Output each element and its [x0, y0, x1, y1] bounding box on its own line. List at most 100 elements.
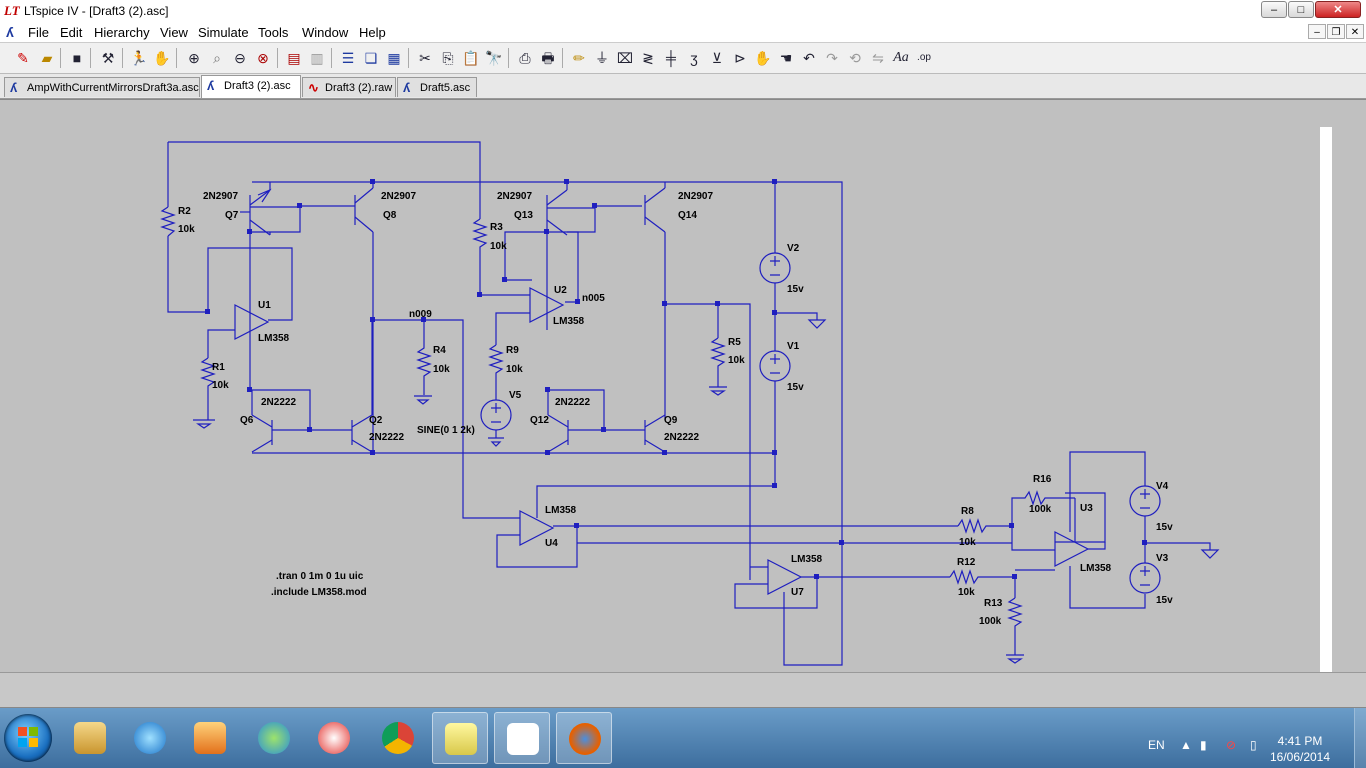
tab-bar: ʎ AmpWithCurrentMirrorsDraft3a.asc ʎ Dra…	[0, 74, 1366, 99]
r1-value-label: 10k	[212, 380, 229, 391]
ground-icon[interactable]: ⏚	[595, 50, 609, 66]
r13-name-label: R13	[984, 598, 1003, 609]
r5-name-label: R5	[728, 337, 741, 348]
cut-icon[interactable]: ✂	[419, 50, 431, 66]
tab-draft5-asc[interactable]: ʎ Draft5.asc	[397, 77, 477, 97]
schematic-canvas[interactable]: 2N2907 Q7 2N2907 Q8 2N2907 Q13 2N2907 Q1…	[0, 100, 1366, 672]
minimize-button[interactable]: ‒	[1261, 1, 1287, 18]
taskbar-chrome[interactable]	[370, 712, 426, 764]
menu-window[interactable]: Window	[302, 25, 349, 40]
mirror-icon[interactable]: ⇋	[872, 50, 884, 66]
doc-restore-button[interactable]: ❐	[1327, 24, 1345, 39]
find-icon[interactable]: 🔭	[485, 50, 503, 66]
media-player-icon	[194, 722, 226, 754]
show-hidden-icons-icon[interactable]: ▲	[1180, 738, 1192, 752]
windows-logo-icon	[18, 727, 38, 747]
capacitor-icon[interactable]: ╪	[666, 50, 676, 66]
start-button[interactable]	[4, 714, 52, 762]
zoom-in-icon[interactable]: ⊕	[188, 50, 200, 66]
menu-edit[interactable]: Edit	[60, 25, 83, 40]
redo-icon[interactable]: ↷	[826, 50, 838, 66]
print-setup-icon[interactable]: ⎙	[519, 50, 531, 66]
v1-name-label: V1	[787, 341, 800, 352]
drag-icon[interactable]: ☚	[779, 50, 793, 66]
q6-name-label: Q6	[240, 415, 254, 426]
taskbar-sticky-notes[interactable]	[432, 712, 488, 764]
clock-date: 16/06/2014	[1269, 750, 1331, 764]
volume-icon[interactable]: ⊘	[1226, 738, 1237, 752]
taskbar-internet-explorer[interactable]	[122, 712, 178, 764]
taskbar-firefox[interactable]	[556, 712, 612, 764]
clock[interactable]: 4:41 PM 16/06/2014	[1258, 733, 1342, 765]
menu-tools[interactable]: Tools	[258, 25, 289, 40]
tab-label: Draft5.asc	[420, 82, 471, 94]
taskbar-ltspice[interactable]	[494, 712, 550, 764]
inductor-icon[interactable]: ʒ	[690, 50, 698, 66]
q12-name-label: Q12	[530, 415, 549, 426]
doc-close-button[interactable]: ✕	[1346, 24, 1364, 39]
schematic-workspace[interactable]: 2N2907 Q7 2N2907 Q8 2N2907 Q13 2N2907 Q1…	[0, 99, 1366, 672]
taskbar-explorer[interactable]	[62, 712, 118, 764]
include-directive[interactable]: .include LM358.mod	[271, 587, 367, 598]
taskbar-media-player[interactable]	[182, 712, 238, 764]
rotate-icon[interactable]: ⟲	[849, 50, 861, 66]
menu-simulate[interactable]: Simulate	[198, 25, 249, 40]
v3-name-label: V3	[1156, 553, 1169, 564]
run-icon[interactable]: 🏃	[130, 50, 148, 66]
r13-value-label: 100k	[979, 616, 1002, 627]
q9-name-label: Q9	[664, 415, 678, 426]
vertical-scrollbar[interactable]	[1320, 127, 1332, 672]
move-icon[interactable]: ✋	[754, 50, 772, 66]
resistor-icon[interactable]: ≷	[642, 50, 654, 66]
diode-icon[interactable]: ⊻	[711, 50, 723, 66]
tile-vertical-icon[interactable]: ▦	[387, 50, 401, 66]
document-menu-icon[interactable]: ʎ	[6, 24, 14, 40]
save-icon[interactable]: ■	[72, 50, 82, 66]
tab-ampwithcurrentmirrors[interactable]: ʎ AmpWithCurrentMirrorsDraft3a.asc	[4, 77, 200, 97]
menu-hierarchy[interactable]: Hierarchy	[94, 25, 150, 40]
label-net-icon[interactable]: ⌧	[616, 50, 634, 66]
undo-icon[interactable]: ↶	[803, 50, 815, 66]
menu-help[interactable]: Help	[359, 25, 386, 40]
menu-file[interactable]: File	[28, 25, 49, 40]
tab-draft3-asc[interactable]: ʎ Draft3 (2).asc	[201, 75, 301, 98]
new-schematic-icon[interactable]: ✎	[17, 50, 29, 66]
open-icon[interactable]: ▰	[41, 50, 53, 66]
pan-icon[interactable]: ⌕	[213, 50, 221, 66]
chrome-icon	[382, 722, 414, 754]
battery-icon[interactable]: ▯	[1250, 738, 1257, 752]
show-desktop-button[interactable]	[1354, 708, 1366, 768]
q13-model-label: 2N2907	[497, 191, 532, 202]
network-icon[interactable]: ▮	[1200, 738, 1207, 752]
text-icon[interactable]: Aa	[893, 50, 909, 65]
control-panel-icon[interactable]: ⚒	[101, 50, 115, 66]
close-button[interactable]: ✕	[1315, 1, 1361, 18]
halt-icon[interactable]: ✋	[153, 50, 171, 66]
spice-directive-icon[interactable]: .op	[917, 52, 931, 63]
draw-wire-icon[interactable]: ✏	[573, 50, 585, 66]
taskbar-messenger[interactable]	[246, 712, 302, 764]
autorange-icon[interactable]: ▤	[287, 50, 301, 66]
tran-directive[interactable]: .tran 0 1m 0 1u uic	[276, 571, 364, 582]
maximize-button[interactable]: □	[1288, 1, 1314, 18]
taskbar-picasa[interactable]	[306, 712, 362, 764]
copy-icon[interactable]: ⎘	[442, 50, 454, 66]
tile-horizontal-icon[interactable]: ☰	[341, 50, 355, 66]
language-indicator[interactable]: EN	[1148, 738, 1165, 752]
v1-value-label: 15v	[787, 382, 804, 393]
v3-value-label: 15v	[1156, 595, 1173, 606]
menu-view[interactable]: View	[160, 25, 188, 40]
internet-explorer-icon	[134, 722, 166, 754]
tab-draft3-raw[interactable]: ∿ Draft3 (2).raw	[302, 77, 396, 97]
paste-icon[interactable]: 📋	[462, 50, 480, 66]
print-icon[interactable]: 🖶	[541, 50, 555, 66]
doc-minimize-button[interactable]: ‒	[1308, 24, 1326, 39]
zoom-out-icon[interactable]: ⊖	[234, 50, 246, 66]
cascade-icon[interactable]: ❏	[364, 50, 378, 66]
u2-model-label: LM358	[553, 316, 585, 327]
component-icon[interactable]: ⊳	[734, 50, 746, 66]
zoom-fit-icon[interactable]: ⊗	[257, 50, 269, 66]
close-window-icon[interactable]: ▥	[310, 50, 324, 66]
v2-value-label: 15v	[787, 284, 804, 295]
u1-name-label: U1	[258, 300, 271, 311]
